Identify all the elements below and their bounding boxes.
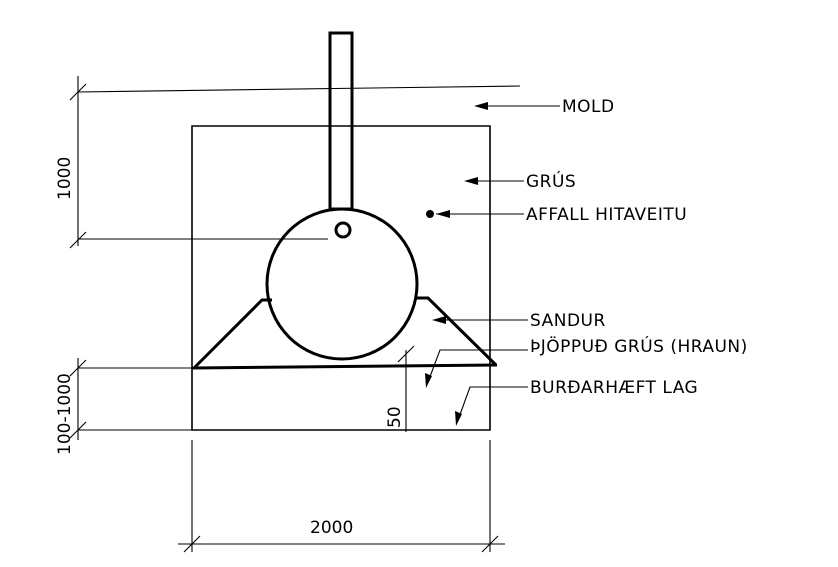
drain-pipe [334,221,352,239]
compacted-base-line [191,363,498,370]
label-sandur: SANDUR [530,311,606,331]
dim-2000-text: 2000 [310,518,353,538]
label-affall: AFFALL HITAVEITU [526,205,687,225]
dim-1000-tick-top [69,83,87,101]
leader-burdar-arrow [455,411,462,426]
leader-sandur-arrow [432,316,446,324]
sand-bedding-wedge [193,296,498,369]
main-pipe [265,207,419,361]
label-thjoppud: ÞJÖPPUÐ GRÚS (HRAUN) [530,335,748,357]
label-grus: GRÚS [526,170,576,192]
label-burdar: BURÐARHÆFT LAG [530,378,698,398]
leader-mold-arrow [474,102,488,110]
dim-1000-text: 1000 [55,157,75,200]
leader-thjoppud [427,349,528,383]
leader-burdar [457,386,528,421]
label-mold: MOLD [562,97,615,117]
leader-grus-arrow [464,177,478,185]
dim-bed-tick-top [69,359,87,377]
dim-50-tick [397,345,415,363]
dim-50-text: 50 [385,406,405,428]
ground-surface-line [77,85,521,93]
dim-bed-text: 100-1000 [55,373,75,455]
dim-bed-tick-bottom [69,421,87,439]
riser-pipe [328,31,354,211]
dim-1000-tick-bottom [69,231,87,249]
leader-affall-arrow [436,210,450,218]
dim-2000-tick-left [183,535,201,553]
dim-2000-tick-right [481,535,499,553]
trench-outline [191,125,491,431]
leader-thjoppud-arrow [425,373,432,388]
affall-marker-dot [426,210,434,218]
